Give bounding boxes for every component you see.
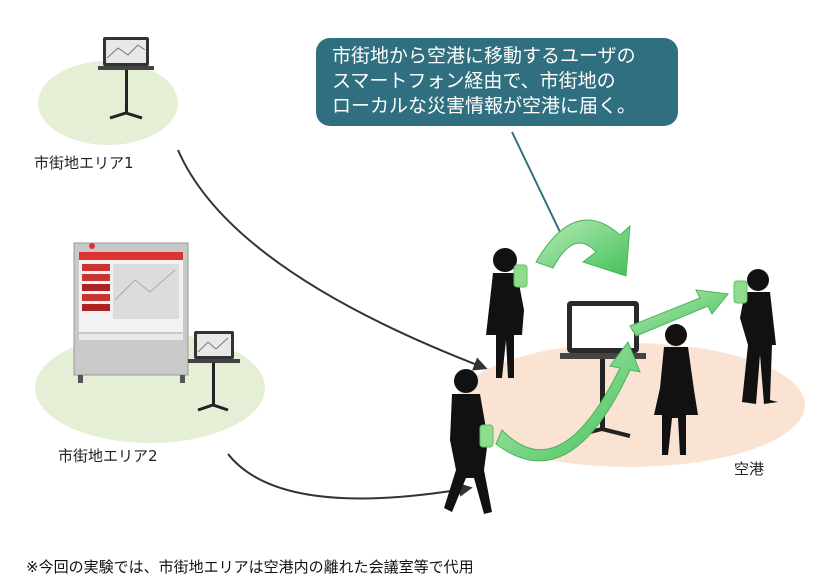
callout-line: 市街地から空港に移動するユーザの [332,45,636,67]
footnote: ※今回の実験では、市街地エリアは空港内の離れた会議室等で代用 [26,558,474,576]
green-arrow-top [535,219,631,277]
area1-label: 市街地エリア1 [34,154,134,172]
airport-label: 空港 [734,460,765,478]
person-silhouette-icon [486,248,524,378]
smartphone-icon [479,424,494,448]
area1-to-airport-arrow [177,149,488,371]
laptop-on-stand-icon [188,331,240,412]
area2-label: 市街地エリア2 [58,447,158,465]
callout-line: スマートフォン経由で、市街地の [332,70,616,92]
laptop-on-stand-icon [560,301,646,438]
area1-ellipse [38,61,178,145]
green-arrow-bottom [495,340,641,462]
person-silhouette-icon [444,369,492,514]
callout-line: ローカルな災害情報が空港に届く。 [332,95,637,117]
airport-ellipse [455,343,805,467]
person-silhouette-icon [740,269,778,404]
person-silhouette-icon [654,324,698,455]
laptop-on-stand-icon [98,37,154,120]
area2-to-airport-arrow [227,453,473,500]
callout-pointer [511,131,561,233]
green-arrow-right [629,289,729,337]
callout-box: 市街地から空港に移動するユーザの スマートフォン経由で、市街地の ローカルな災害… [316,38,678,126]
smartphone-icon [733,280,748,304]
smartphone-icon [513,264,528,288]
digital-signage-icon [73,242,189,383]
